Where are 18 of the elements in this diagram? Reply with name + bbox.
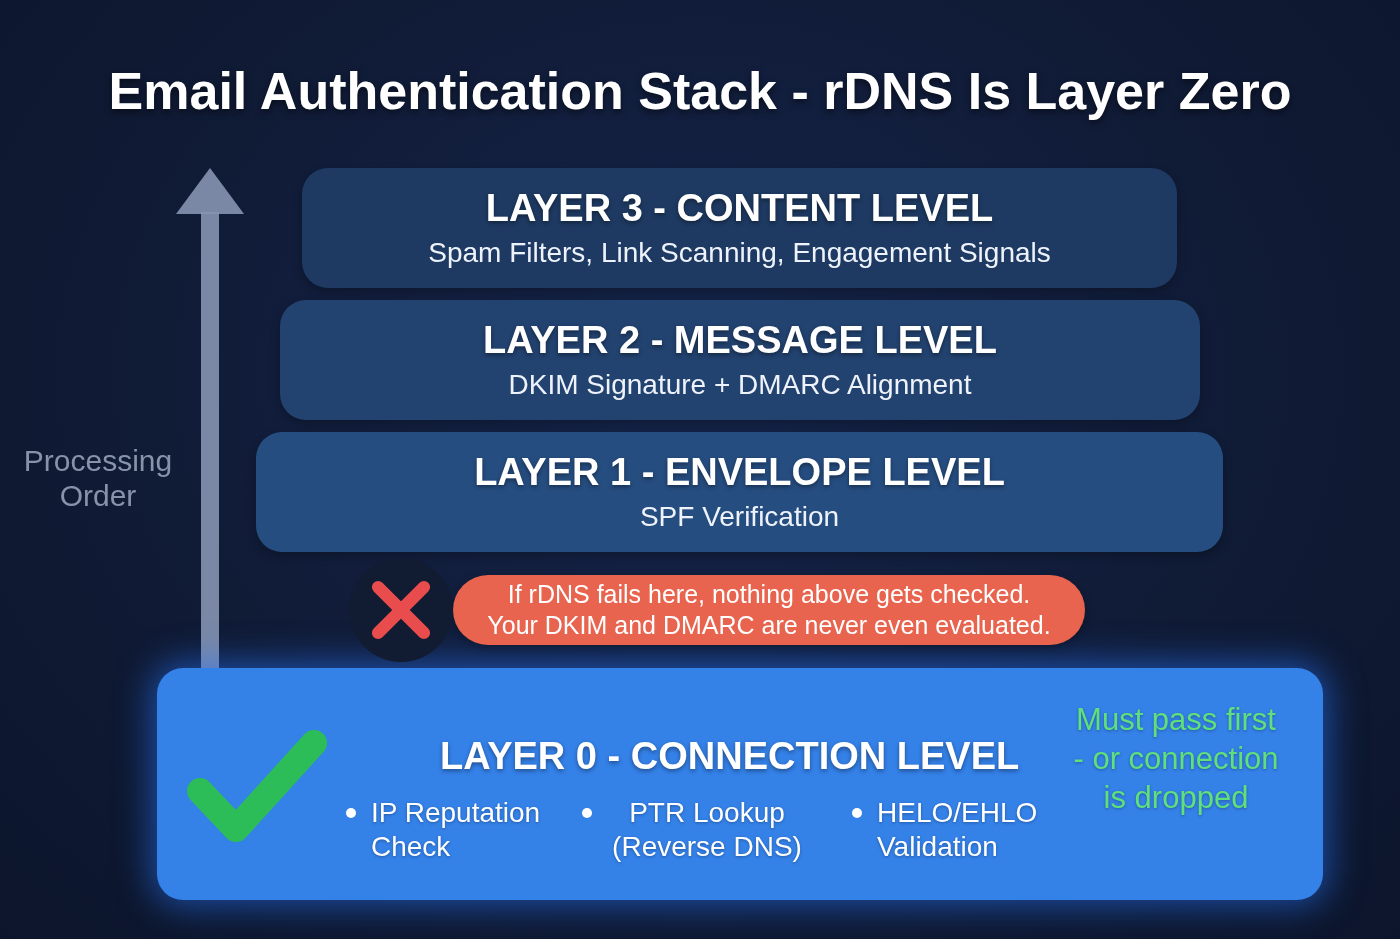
- layer-heading: LAYER 3 - CONTENT LEVEL: [485, 186, 994, 230]
- list-item: IP Reputation Check: [371, 796, 542, 864]
- layer-band: [157, 668, 1323, 900]
- layer-heading: LAYER 2 - MESSAGE LEVEL: [483, 318, 997, 362]
- layer-band: [280, 300, 1200, 420]
- layer-description: SPF Verification: [639, 500, 840, 534]
- layer-heading: LAYER 1 - ENVELOPE LEVEL: [474, 450, 1005, 494]
- direction-label: Processing Order: [22, 443, 174, 513]
- title: Email Authentication Stack - rDNS Is Layer Zero: [108, 61, 1292, 122]
- list-item: PTR Lookup (Reverse DNS): [611, 796, 803, 864]
- list-item: HELO/EHLO Validation: [877, 796, 1039, 864]
- layer-heading: LAYER 0 - CONNECTION LEVEL: [440, 734, 1020, 778]
- warning-callout: If rDNS fails here, nothing above gets checked. Your DKIM and DMARC are never even evaluated.: [453, 575, 1085, 645]
- warning-note: Must pass first - or connection is dropped: [1072, 701, 1280, 817]
- layer-description: DKIM Signature + DMARC Alignment: [508, 368, 972, 402]
- layer-description: Spam Filters, Link Scanning, Engagement Signals: [428, 236, 1051, 270]
- layer-band: [256, 432, 1223, 552]
- layer-band: [302, 168, 1177, 288]
